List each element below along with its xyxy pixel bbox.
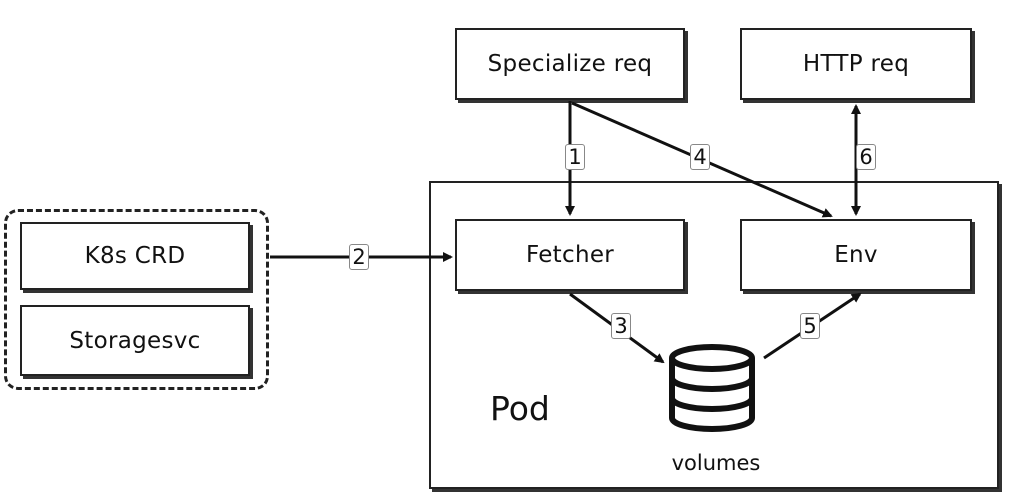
- source-group: [4, 209, 269, 390]
- storagesvc-box[interactable]: Storagesvc: [20, 305, 250, 376]
- k8s-crd-box[interactable]: K8s CRD: [20, 222, 250, 290]
- fetcher-box[interactable]: Fetcher: [455, 219, 685, 291]
- edge-3-label: 3: [611, 313, 631, 339]
- pod-label: Pod: [490, 389, 550, 428]
- env-box[interactable]: Env: [740, 219, 972, 291]
- edge-4-label: 4: [690, 144, 710, 170]
- k8s-crd-label: K8s CRD: [84, 243, 186, 269]
- volumes-label: volumes: [671, 451, 761, 475]
- storagesvc-label: Storagesvc: [69, 327, 201, 354]
- http-req-box[interactable]: HTTP req: [740, 28, 972, 100]
- env-label: Env: [834, 242, 878, 268]
- specialize-req-label: Specialize req: [487, 51, 653, 77]
- edge-6-label: 6: [856, 144, 876, 170]
- edge-2-label: 2: [349, 244, 369, 270]
- http-req-label: HTTP req: [802, 51, 910, 77]
- specialize-req-box[interactable]: Specialize req: [455, 28, 685, 100]
- fetcher-label: Fetcher: [525, 242, 615, 268]
- database-icon: [669, 344, 755, 432]
- edge-1-label: 1: [565, 144, 585, 170]
- edge-5-label: 5: [800, 313, 820, 339]
